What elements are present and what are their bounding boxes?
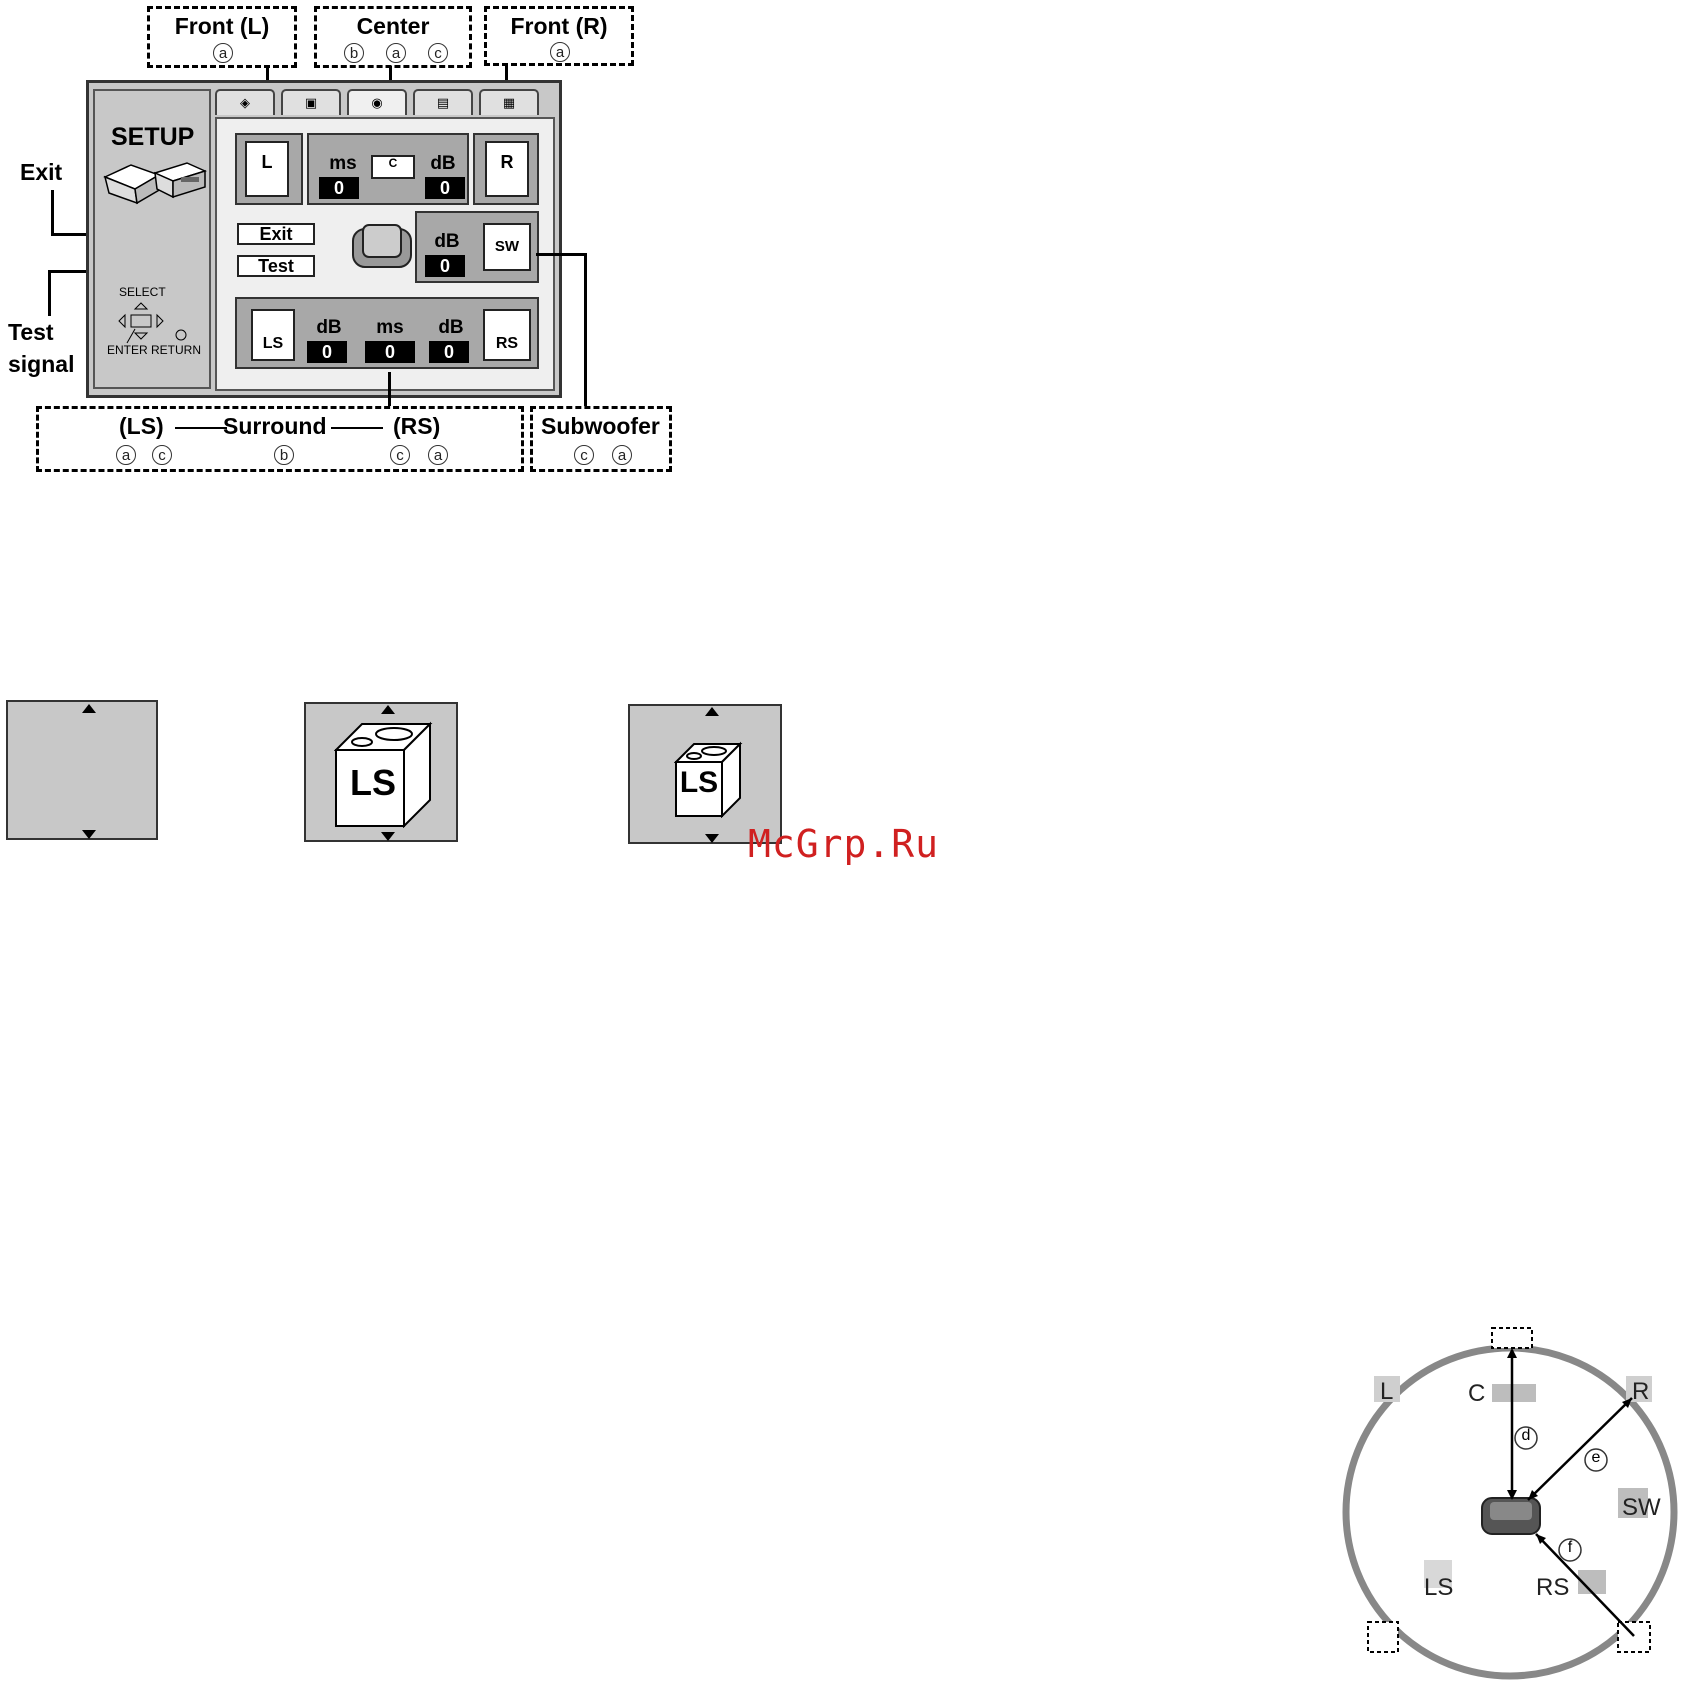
center-group: ms 0 C dB 0 <box>307 133 469 205</box>
center-speaker[interactable]: C <box>371 155 415 179</box>
small-speaker-label: LS <box>676 766 722 800</box>
subwoofer-speaker[interactable]: SW <box>483 223 531 271</box>
tab-other[interactable]: ▦ <box>479 89 539 115</box>
equipment-icon <box>101 155 207 207</box>
large-speaker-label: LS <box>340 762 406 804</box>
front-left-title: Front (L) <box>150 13 294 40</box>
mark-a: a <box>116 445 136 465</box>
down-arrow-icon <box>381 832 395 841</box>
mark-a: a <box>612 445 632 465</box>
select-label: SELECT <box>119 285 166 299</box>
center-db-value[interactable]: 0 <box>425 177 465 199</box>
mark-b: b <box>344 43 364 63</box>
front-right-callout: Front (R) a <box>484 6 634 66</box>
mark-a: a <box>428 445 448 465</box>
mark-c: c <box>574 445 594 465</box>
surround-left-speaker-label: LS <box>263 335 283 352</box>
mark-b: b <box>274 445 294 465</box>
subwoofer-db-value[interactable]: 0 <box>425 255 465 277</box>
down-arrow-icon <box>705 834 719 843</box>
subwoofer-title: Subwoofer <box>541 413 660 440</box>
front-left-callout: Front (L) a <box>147 6 297 68</box>
sample-screen-large: LS <box>304 702 458 842</box>
down-arrow-icon <box>82 830 96 839</box>
setup-title: SETUP <box>111 123 194 152</box>
center-title: Center <box>317 13 469 40</box>
mark-a: a <box>550 42 570 62</box>
surround-left-speaker[interactable]: LS <box>251 309 295 361</box>
tab-display[interactable]: ▤ <box>413 89 473 115</box>
speaker-settings-area: L ms 0 C dB 0 R Exit Test dB <box>215 117 555 391</box>
front-left-group: L <box>235 133 303 205</box>
surround-right-speaker[interactable]: RS <box>483 309 531 361</box>
return-label: RETURN <box>151 343 201 357</box>
test-signal-label-1: Test <box>8 316 54 348</box>
center-ms-value[interactable]: 0 <box>319 177 359 199</box>
subwoofer-speaker-label: SW <box>495 238 519 255</box>
front-right-speaker-label: R <box>501 152 514 172</box>
enter-label: ENTER <box>107 343 148 357</box>
surround-db-right-label: dB <box>431 317 471 339</box>
surround-ms-label: ms <box>365 317 415 339</box>
surround-group: LS dB 0 ms 0 dB 0 RS <box>235 297 539 369</box>
setup-sidebar: SETUP SELECT ENTER RETURN <box>93 89 211 389</box>
diagram-mark-f: f <box>1563 1538 1577 1558</box>
diagram-label-r: R <box>1632 1378 1649 1406</box>
mark-a: a <box>213 43 233 63</box>
mark-c: c <box>390 445 410 465</box>
mark-c: c <box>428 43 448 63</box>
subwoofer-group: dB 0 SW <box>415 211 539 283</box>
up-arrow-icon <box>705 707 719 716</box>
front-right-title: Front (R) <box>487 13 631 40</box>
surround-ms-value[interactable]: 0 <box>365 341 415 363</box>
center-callout: Center b a c <box>314 6 472 68</box>
up-arrow-icon <box>82 704 96 713</box>
surround-db-left-value[interactable]: 0 <box>307 341 347 363</box>
surround-db-right-value[interactable]: 0 <box>429 341 469 363</box>
center-ms-label: ms <box>323 153 363 175</box>
diagram-label-l: L <box>1380 1378 1393 1406</box>
subwoofer-callout: Subwoofer c a <box>530 406 672 472</box>
surround-rs-label: (RS) <box>393 413 440 440</box>
diagram-mark-d: d <box>1519 1426 1533 1446</box>
watermark: McGrp.Ru <box>748 822 939 866</box>
up-arrow-icon <box>381 705 395 714</box>
front-right-speaker[interactable]: R <box>485 141 529 197</box>
subwoofer-db-label: dB <box>427 231 467 253</box>
listener-seat-icon <box>349 223 415 273</box>
exit-button[interactable]: Exit <box>237 223 315 245</box>
test-signal-label-2: signal <box>8 348 74 380</box>
center-speaker-label: C <box>389 156 398 170</box>
diagram-label-rs: RS <box>1536 1574 1569 1602</box>
surround-db-left-label: dB <box>309 317 349 339</box>
front-right-group: R <box>473 133 539 205</box>
setup-panel: SETUP SELECT ENTER RETURN ◈ ▣ ◉ ▤ ▦ <box>86 80 562 398</box>
exit-label: Exit <box>20 156 62 188</box>
diagram-label-c: C <box>1468 1380 1485 1408</box>
tab-disc[interactable]: ◈ <box>215 89 275 115</box>
surround-title: Surround <box>223 413 327 440</box>
mark-a: a <box>386 43 406 63</box>
tab-video[interactable]: ▣ <box>281 89 341 115</box>
surround-ls-label: (LS) <box>119 413 164 440</box>
dpad-icon <box>115 299 205 347</box>
surround-callout: (LS) Surround (RS) a c b c a <box>36 406 524 472</box>
center-db-label: dB <box>423 153 463 175</box>
diagram-label-ls: LS <box>1424 1574 1453 1602</box>
surround-right-speaker-label: RS <box>496 335 518 352</box>
front-left-speaker-label: L <box>262 152 273 172</box>
sample-screen-blank <box>6 700 158 840</box>
front-left-speaker[interactable]: L <box>245 141 289 197</box>
diagram-label-sw: SW <box>1622 1494 1661 1522</box>
test-button[interactable]: Test <box>237 255 315 277</box>
mark-c: c <box>152 445 172 465</box>
diagram-mark-e: e <box>1589 1448 1603 1468</box>
tab-audio[interactable]: ◉ <box>347 89 407 115</box>
